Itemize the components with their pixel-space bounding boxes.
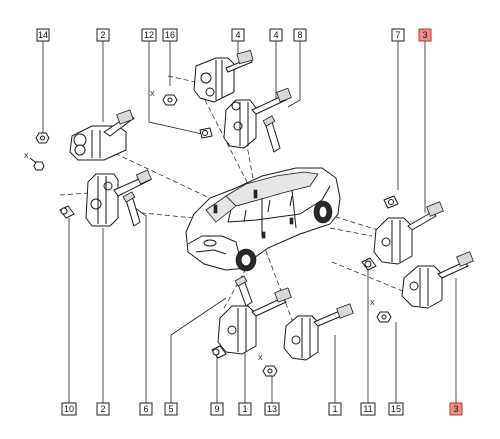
- svg-text:13: 13: [267, 404, 277, 414]
- callout-6-bottom: 6: [139, 402, 153, 416]
- svg-text:2: 2: [100, 30, 105, 40]
- nut-16: [162, 94, 178, 106]
- bolt-7: [383, 195, 399, 209]
- bolt-12: [199, 127, 213, 139]
- bolt-9: [211, 345, 227, 359]
- svg-text:2: 2: [100, 404, 105, 414]
- svg-text:6: 6: [143, 404, 148, 414]
- callout-10-bottom: 10: [61, 402, 77, 416]
- svg-text:10: 10: [64, 404, 74, 414]
- svg-text:3: 3: [453, 404, 458, 414]
- x-mark-left: X: [24, 153, 45, 171]
- x-mark-top: X: [150, 91, 155, 98]
- svg-text:12: 12: [144, 30, 154, 40]
- callout-8-top: 8: [293, 28, 307, 42]
- callout-14-top: 14: [36, 28, 50, 42]
- svg-text:1: 1: [332, 404, 337, 414]
- nut-15: [376, 311, 392, 323]
- bolt-5: [234, 275, 253, 307]
- callout-1-bottom-b: 1: [328, 402, 342, 416]
- callout-13-bottom: 13: [264, 402, 280, 416]
- callout-12-top: 12: [141, 28, 157, 42]
- car-body-illustration: [185, 167, 341, 272]
- rear-door-check-upper: [193, 49, 254, 103]
- rear-right-door-check-lower: [283, 303, 354, 361]
- callout-4-top-b: 4: [269, 28, 283, 42]
- callout-11-bottom: 11: [360, 402, 376, 416]
- callout-4-top-a: 4: [231, 28, 245, 42]
- callout-3-top-highlighted: 3: [418, 28, 432, 42]
- front-left-door-check-lower: [85, 169, 153, 227]
- svg-text:X: X: [258, 355, 263, 362]
- callout-2-bottom: 2: [96, 402, 110, 416]
- svg-text:11: 11: [363, 404, 372, 414]
- front-right-door-check-lower: [401, 251, 474, 309]
- callout-3-bottom-highlighted: 3: [449, 402, 463, 416]
- rear-left-door-check-lower: [217, 287, 292, 355]
- front-left-door-check-upper: [69, 109, 135, 161]
- svg-text:16: 16: [165, 30, 175, 40]
- svg-text:7: 7: [395, 30, 400, 40]
- nut-14: [35, 132, 50, 144]
- callout-2-top: 2: [96, 28, 110, 42]
- svg-text:1: 1: [242, 404, 247, 414]
- leader-lines: [42, 41, 457, 403]
- rear-door-check-lower: [223, 87, 292, 149]
- svg-text:9: 9: [214, 404, 219, 414]
- svg-text:3: 3: [422, 30, 427, 40]
- svg-text:X: X: [150, 91, 155, 98]
- x-mark-right: X: [370, 300, 375, 307]
- bolt-11: [361, 257, 377, 271]
- callout-7-top: 7: [391, 28, 405, 42]
- svg-text:X: X: [24, 153, 29, 160]
- callout-16-top: 16: [162, 28, 178, 42]
- bolt-10: [59, 205, 75, 219]
- svg-text:8: 8: [297, 30, 302, 40]
- svg-text:4: 4: [273, 30, 278, 40]
- svg-text:5: 5: [168, 404, 173, 414]
- bolt-8: [262, 115, 281, 153]
- svg-text:4: 4: [235, 30, 240, 40]
- nut-13: [262, 365, 278, 377]
- front-right-door-check-upper: [373, 201, 444, 265]
- svg-text:X: X: [370, 300, 375, 307]
- callout-15-bottom: 15: [388, 402, 404, 416]
- x-mark-bottom: X: [258, 355, 263, 362]
- svg-text:14: 14: [38, 30, 48, 40]
- callout-1-bottom-a: 1: [238, 402, 252, 416]
- callout-9-bottom: 9: [210, 402, 224, 416]
- bolt-6: [122, 191, 141, 227]
- svg-text:15: 15: [391, 404, 401, 414]
- callout-5-bottom: 5: [164, 402, 178, 416]
